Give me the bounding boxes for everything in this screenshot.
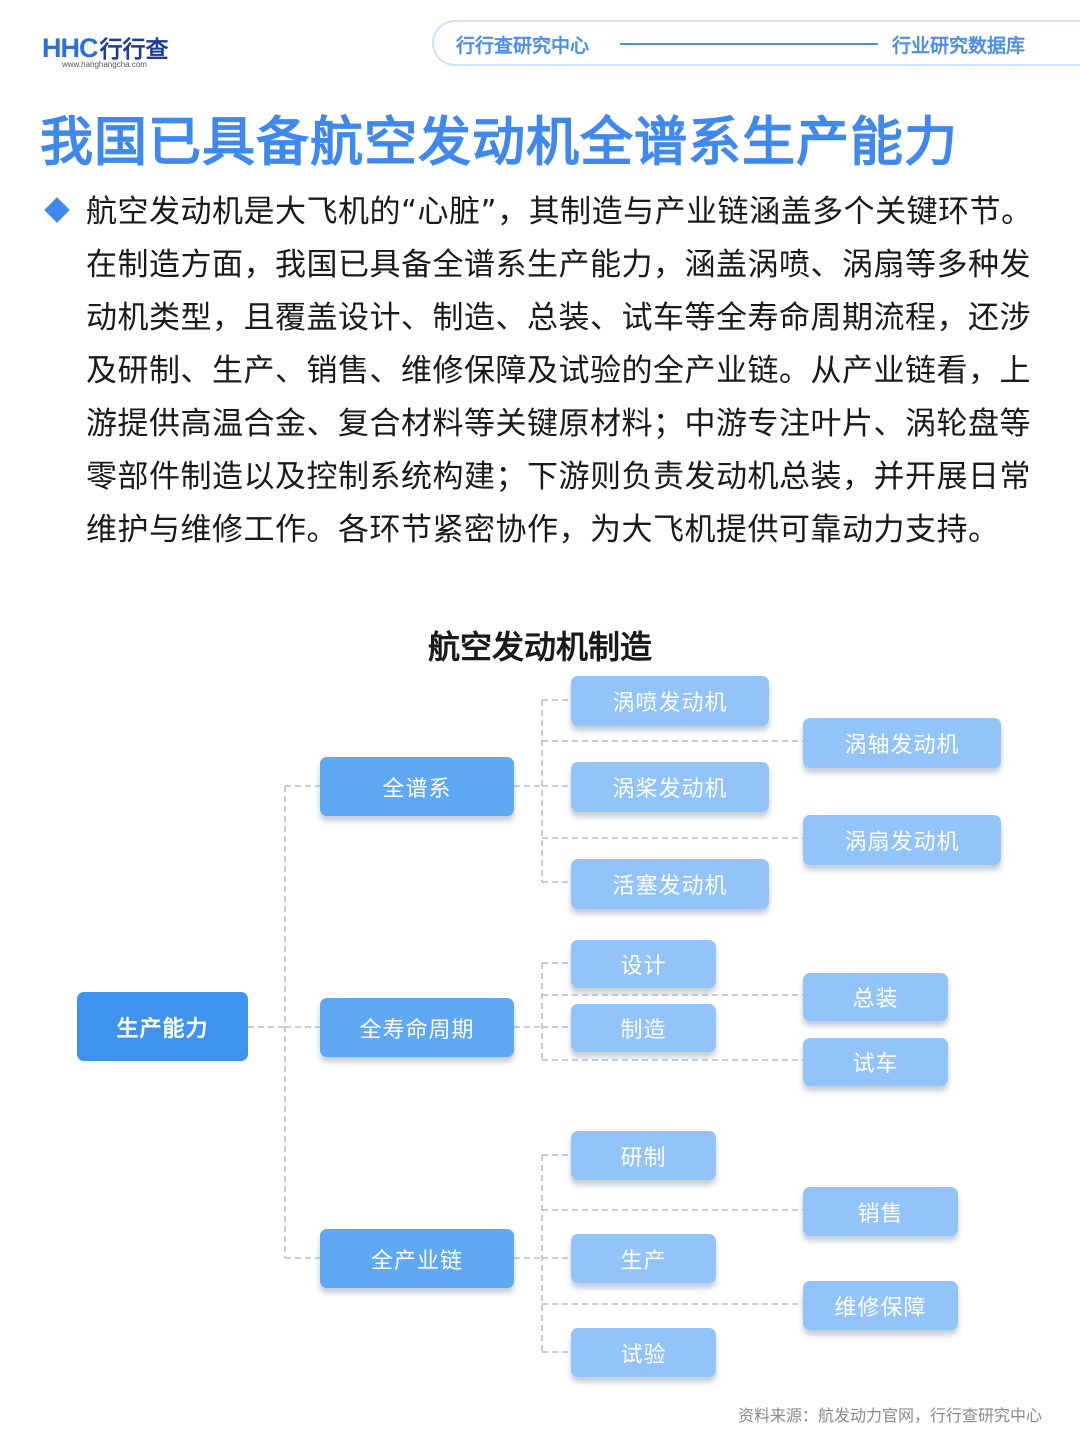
brand-logo: HHC行行查 www.hanghangcha.com xyxy=(42,30,202,70)
header-nav-pill xyxy=(432,20,1080,66)
node-turboshaft: 涡轴发动机 xyxy=(803,718,1001,768)
node-full-chain: 全产业链 xyxy=(320,1229,514,1288)
node-testing: 试验 xyxy=(571,1328,716,1377)
node-rnd: 研制 xyxy=(571,1131,716,1180)
node-full-spectrum: 全谱系 xyxy=(320,757,514,816)
source-note: 资料来源：航发动力官网，行行查研究中心 xyxy=(737,1406,1042,1425)
diagram-title: 航空发动机制造 xyxy=(427,628,652,666)
logo-name: 行行查 xyxy=(99,37,169,63)
node-maintenance: 维修保障 xyxy=(803,1281,958,1330)
node-assembly: 总装 xyxy=(803,973,948,1021)
logo-url: www.hanghangcha.com xyxy=(62,60,147,69)
nav-research-center[interactable]: 行行查研究中心 xyxy=(456,35,590,57)
node-production: 生产 xyxy=(571,1234,716,1283)
nav-divider-line xyxy=(620,43,878,45)
node-root: 生产能力 xyxy=(77,992,248,1061)
logo-mark: HHC xyxy=(42,33,98,63)
nav-industry-database[interactable]: 行业研究数据库 xyxy=(892,35,1026,57)
page-title: 我国已具备航空发动机全谱系生产能力 xyxy=(40,112,958,173)
node-full-lifecycle: 全寿命周期 xyxy=(320,998,514,1057)
node-test-run: 试车 xyxy=(803,1038,948,1086)
node-turbofan: 涡扇发动机 xyxy=(803,815,1001,865)
node-manufacture: 制造 xyxy=(571,1004,716,1052)
node-design: 设计 xyxy=(571,940,716,988)
node-sales: 销售 xyxy=(803,1187,958,1236)
node-turboprop: 涡桨发动机 xyxy=(571,762,769,812)
node-turbojet: 涡喷发动机 xyxy=(571,676,769,726)
node-piston: 活塞发动机 xyxy=(571,859,769,909)
body-paragraph: 航空发动机是大飞机的“心脏”，其制造与产业链涵盖多个关键环节。在制造方面，我国已… xyxy=(86,194,1033,548)
